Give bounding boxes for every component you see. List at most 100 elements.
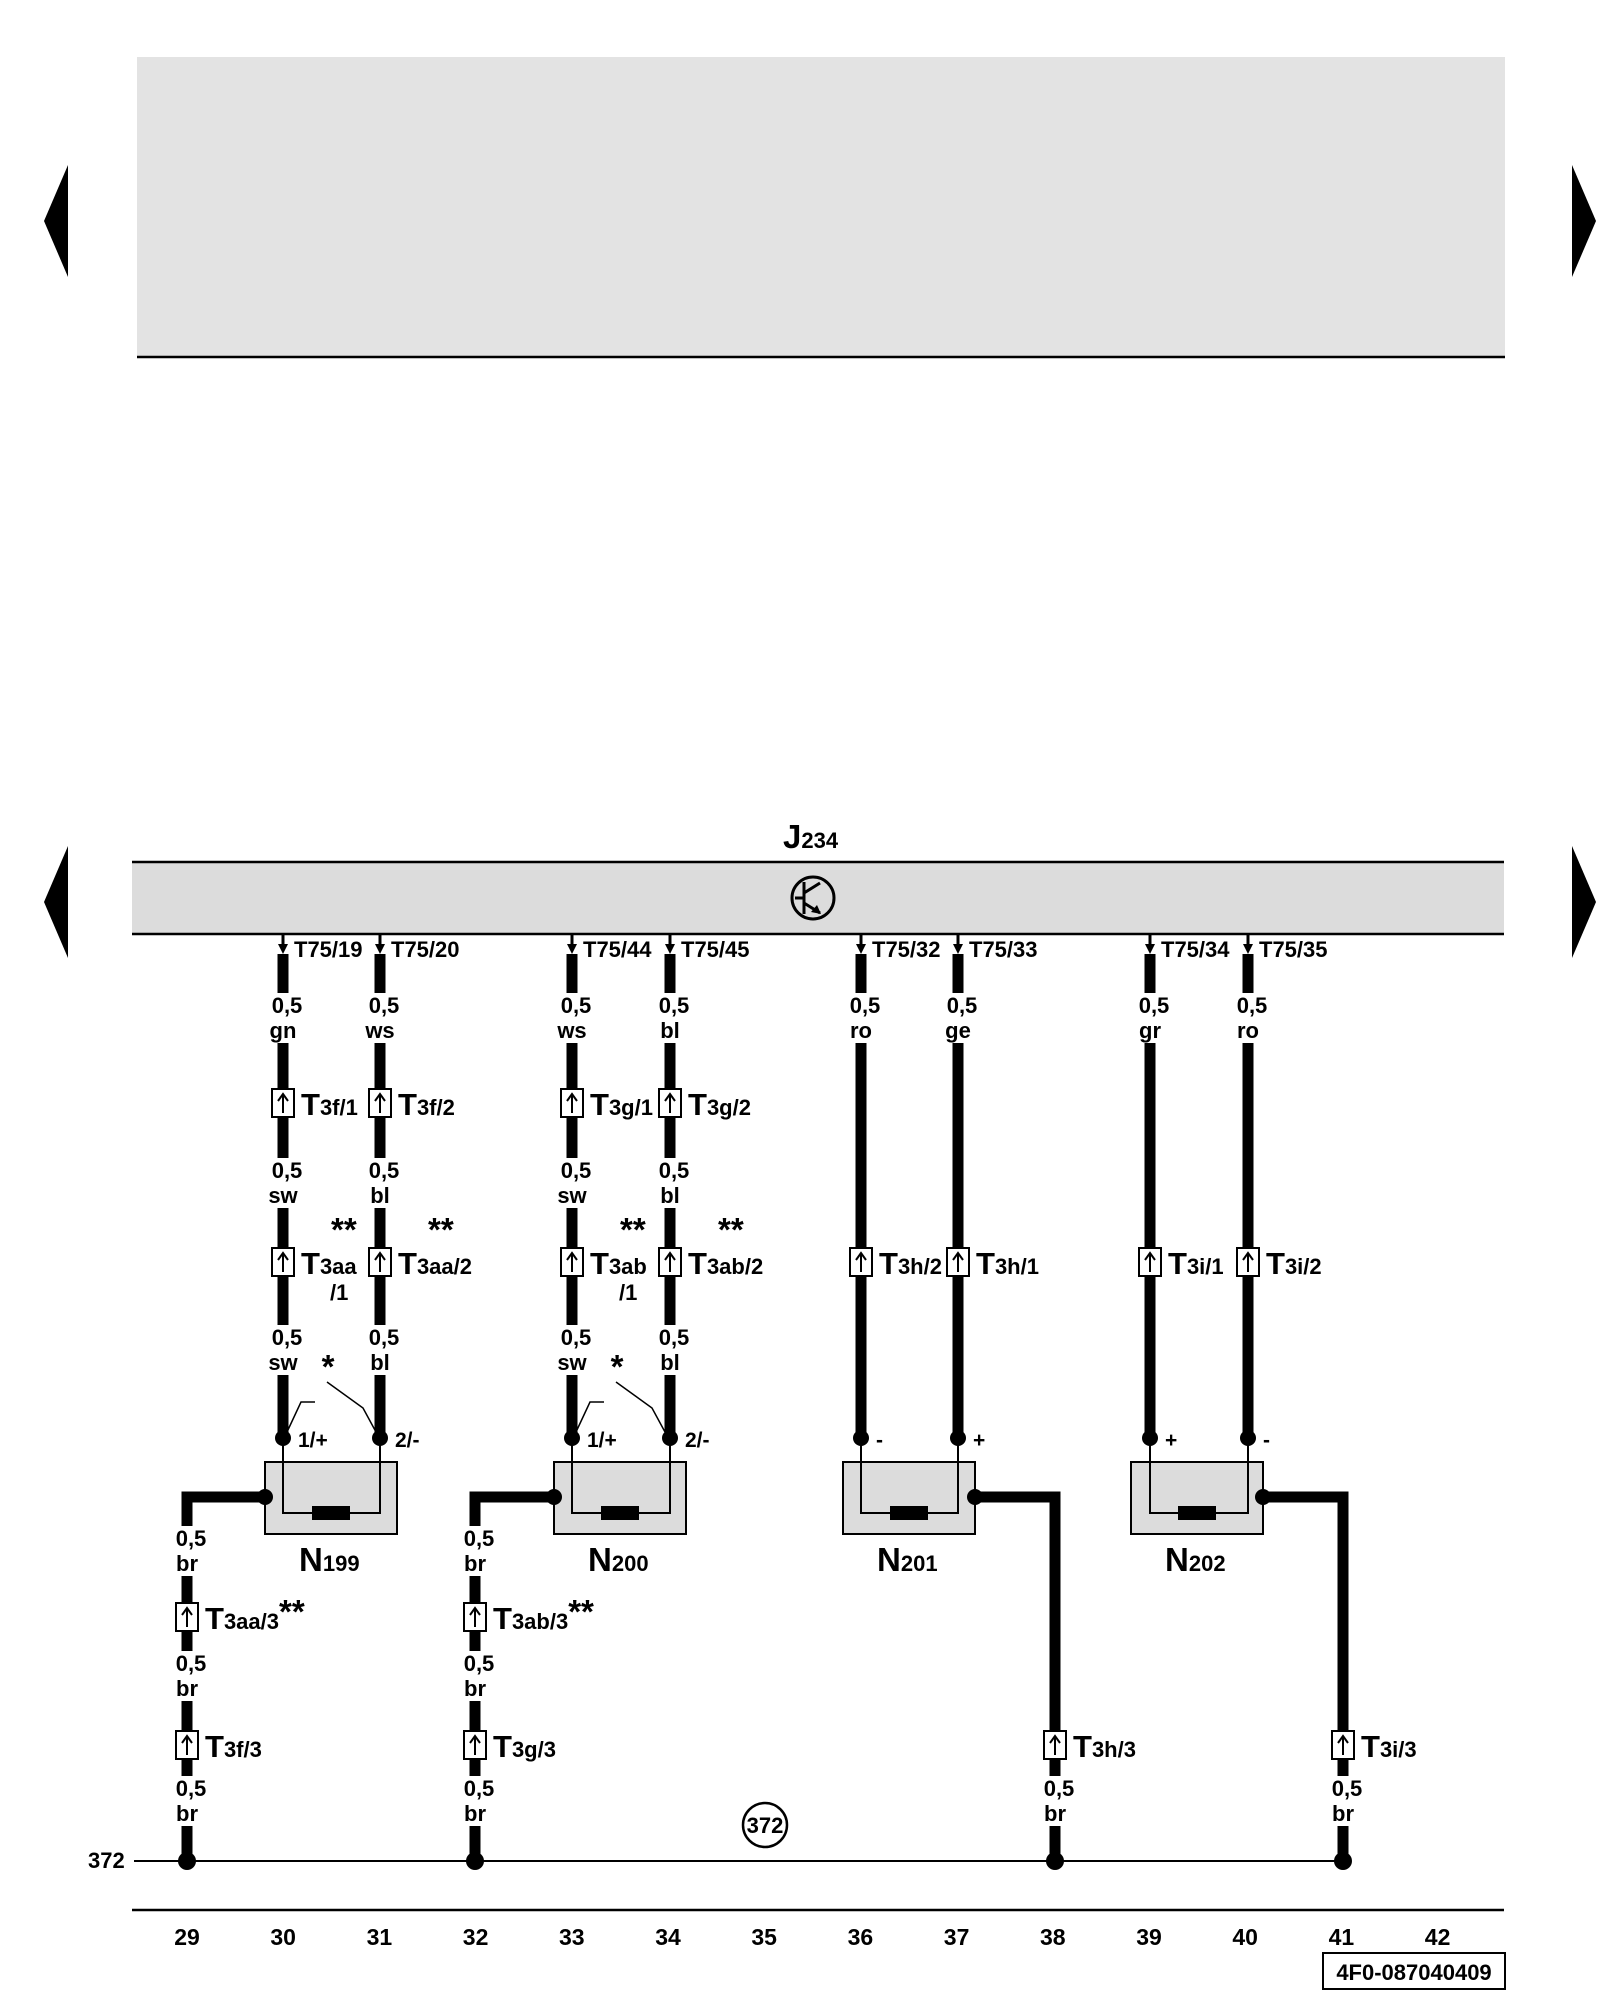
- wire-label: 0,5bl: [364, 1325, 399, 1375]
- connector-label-main: T: [205, 1601, 224, 1636]
- wire-color: ws: [556, 1018, 586, 1043]
- wire-label: 0,5ws: [364, 993, 399, 1043]
- wire-label: 0,5br: [171, 1776, 206, 1826]
- wire-size: 0,5: [369, 993, 400, 1018]
- shields-layer: [286, 1381, 666, 1433]
- pin-arrow: [953, 944, 963, 954]
- connector-label-suffix: **: [568, 1593, 594, 1630]
- wire-color: sw: [557, 1183, 587, 1208]
- wire-label: 0,5sw: [556, 1325, 591, 1375]
- connector-label-sub: 3g/3: [512, 1737, 556, 1762]
- connector-t3i-3: T3i/3: [1331, 1729, 1417, 1764]
- document-id: 4F0-087040409: [1336, 1960, 1491, 1985]
- wire-color: bl: [370, 1183, 390, 1208]
- connector-t3i-1: T3i/1: [1138, 1246, 1224, 1281]
- column-number: 34: [655, 1924, 681, 1950]
- pin-arrow: [375, 944, 385, 954]
- connector-variant-mark: **: [331, 1211, 357, 1248]
- shield-line: [575, 1401, 604, 1433]
- pin-t75-20: T75/20: [375, 934, 460, 962]
- wire-label-bg: [556, 993, 588, 1043]
- connector-label-main: T: [590, 1246, 609, 1281]
- column-number: 31: [367, 1924, 393, 1950]
- connector-label: T3g/2: [688, 1087, 751, 1122]
- sensor-pin-b-label: -: [1263, 1429, 1270, 1452]
- sensor-pin-a: [1142, 1430, 1158, 1446]
- wire-color: gr: [1139, 1018, 1161, 1043]
- sensor-pin-a-label: +: [1165, 1429, 1177, 1452]
- pin-arrow: [1145, 944, 1155, 954]
- sensor-pin-b-label: 2/-: [395, 1429, 420, 1452]
- wire-color: br: [176, 1676, 198, 1701]
- connector-label: T3i/3: [1361, 1729, 1417, 1764]
- sensor-housing: [553, 1461, 687, 1535]
- wire-label-bg: [1039, 1776, 1071, 1826]
- next-page-arrow-bottom[interactable]: [1572, 846, 1596, 958]
- connector-t3h-2: T3h/2: [849, 1246, 942, 1281]
- wire-label-bg: [267, 993, 299, 1043]
- wire-size: 0,5: [947, 993, 978, 1018]
- sensor-label: N201: [877, 1541, 938, 1578]
- connector-label-sub: 3i/3: [1380, 1737, 1417, 1762]
- prev-page-arrow-top[interactable]: [44, 165, 68, 277]
- wire-label: 0,5br: [1039, 1776, 1074, 1826]
- connector-label-sub: 3h/1: [995, 1254, 1039, 1279]
- control-unit-label: J234: [783, 818, 839, 855]
- wire-label-bg: [459, 1651, 491, 1701]
- wire-size: 0,5: [561, 993, 592, 1018]
- connector-label-main: T: [301, 1087, 320, 1122]
- wire-color: sw: [557, 1350, 587, 1375]
- electronic-symbol-icon: [790, 875, 836, 921]
- header-panel: [137, 57, 1505, 357]
- sensor-pin-a-label: 1/+: [298, 1429, 328, 1452]
- sensor-pin-b-label: 2/-: [685, 1429, 710, 1452]
- sensor-label-sub: 199: [323, 1551, 360, 1576]
- connector-variant-mark: **: [620, 1211, 646, 1248]
- connector-label-main: T: [301, 1246, 320, 1281]
- connector-label-sub: 3h/2: [898, 1254, 942, 1279]
- wire-color: br: [464, 1551, 486, 1576]
- shield-line: [615, 1381, 666, 1433]
- connector-label: T3g/3: [493, 1729, 556, 1764]
- sensor-label: N202: [1165, 1541, 1226, 1578]
- connector-label-main: T: [1361, 1729, 1380, 1764]
- connector-t3h-1: T3h/1: [946, 1246, 1039, 1281]
- wire-label-bg: [171, 1776, 203, 1826]
- wire-color: br: [1332, 1801, 1354, 1826]
- wire-label: 0,5sw: [267, 1158, 302, 1208]
- wire-label: 0,5ge: [942, 993, 977, 1043]
- connector-t3g-1: T3g/1: [560, 1087, 653, 1122]
- connector-t3aa-3: T3aa/3**: [175, 1593, 305, 1636]
- connector-t3f-1: T3f/1: [271, 1087, 358, 1122]
- shield-line: [286, 1401, 315, 1433]
- wire-size: 0,5: [272, 1325, 303, 1350]
- connector-label-sub: 3i/2: [1285, 1254, 1322, 1279]
- connector-label: T3aa: [301, 1246, 357, 1281]
- connector-t3g-3: T3g/3: [463, 1729, 556, 1764]
- column-number: 33: [559, 1924, 585, 1950]
- sensor-pin-a-label: -: [876, 1429, 883, 1452]
- sensor-n200: 1/+2/-N200*: [546, 1348, 710, 1578]
- wire-label: 0,5br: [1327, 1776, 1362, 1826]
- connector-label: T3f/2: [398, 1087, 455, 1122]
- wire-color: sw: [268, 1350, 298, 1375]
- wire-label: 0,5ro: [1232, 993, 1267, 1043]
- sensor-label-main: N: [299, 1541, 323, 1578]
- wire-label-bg: [267, 1158, 299, 1208]
- sensor-n201: -+N201: [842, 1429, 985, 1578]
- next-page-arrow-top[interactable]: [1572, 165, 1596, 277]
- sensor-pin-b: [662, 1430, 678, 1446]
- wire-size: 0,5: [272, 1158, 303, 1183]
- pin-label: T75/45: [681, 937, 750, 962]
- wire-color: br: [1044, 1801, 1066, 1826]
- wire-label-bg: [654, 1158, 686, 1208]
- prev-page-arrow-bottom[interactable]: [44, 846, 68, 958]
- column-number: 30: [270, 1924, 296, 1950]
- wire-size: 0,5: [464, 1526, 495, 1551]
- wires-layer: [178, 954, 1352, 1870]
- sensor-pin-a-label: 1/+: [587, 1429, 617, 1452]
- connector-label-sub: 3g/2: [707, 1095, 751, 1120]
- connector-t3ab-3: T3ab/3**: [463, 1593, 594, 1636]
- column-number: 38: [1040, 1924, 1066, 1950]
